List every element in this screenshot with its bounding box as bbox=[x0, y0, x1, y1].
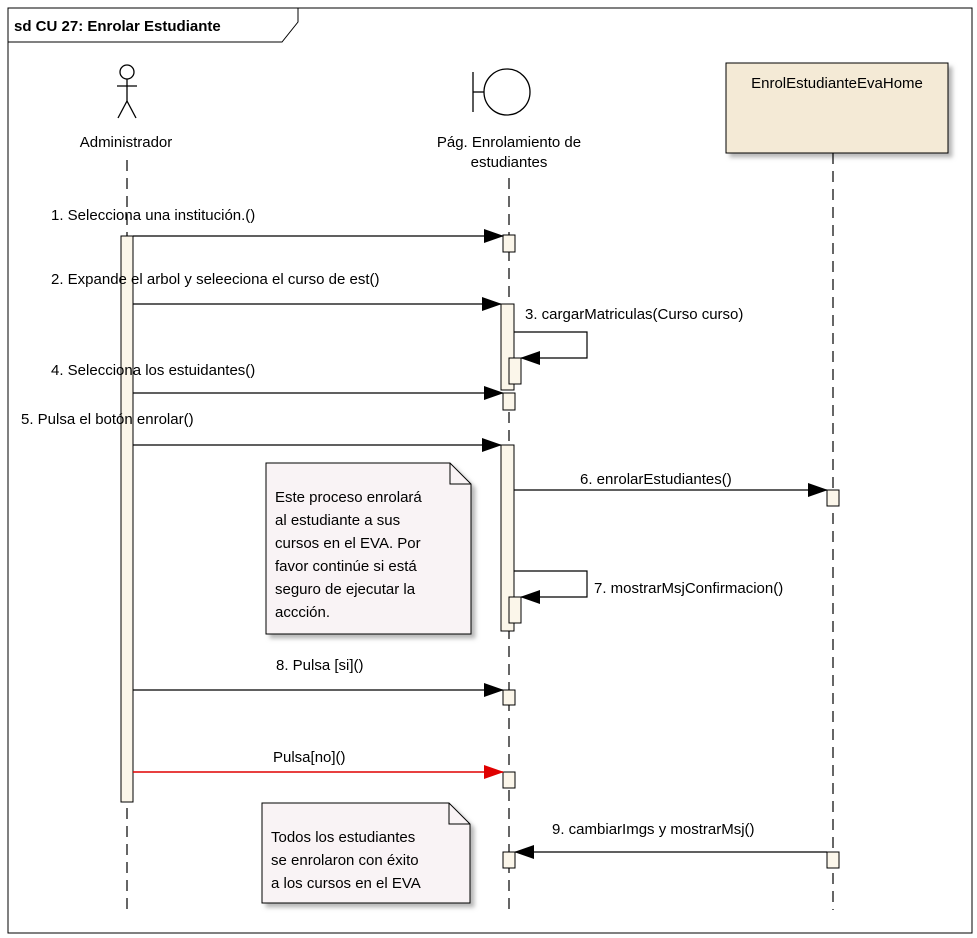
note-line: seguro de ejecutar la bbox=[275, 581, 416, 598]
message-label: 5. Pulsa el botón enrolar() bbox=[21, 411, 194, 428]
boundary-icon bbox=[472, 68, 531, 116]
note-line: Todos los estudiantes bbox=[271, 829, 415, 846]
note-line: cursos en el EVA. Por bbox=[275, 535, 421, 552]
frame-title-tab bbox=[7, 7, 299, 43]
lifeline-entity: EnrolEstudianteEvaHome bbox=[725, 62, 949, 910]
message-label: Pulsa[no]() bbox=[273, 749, 346, 766]
message-pulsa-no: Pulsa[no]() bbox=[133, 749, 504, 779]
frame-title: sd CU 27: Enrolar Estudiante bbox=[14, 18, 221, 35]
note-line: accción. bbox=[275, 604, 330, 621]
message-6: 6. enrolarEstudiantes() bbox=[514, 471, 828, 497]
entity-activation bbox=[826, 489, 840, 507]
message-label: 4. Selecciona los estuidantes() bbox=[51, 362, 255, 379]
message-arrow bbox=[514, 331, 588, 365]
message-label: 6. enrolarEstudiantes() bbox=[580, 471, 732, 488]
message-4: 4. Selecciona los estuidantes() bbox=[51, 362, 504, 400]
boundary-activation bbox=[508, 357, 522, 385]
boundary-activation bbox=[502, 392, 516, 411]
lifeline-administrador: Administrador bbox=[80, 64, 173, 910]
sequence-frame: sd CU 27: Enrolar Estudiante bbox=[7, 7, 973, 934]
boundary-activation bbox=[502, 771, 516, 789]
note-line: al estudiante a sus bbox=[275, 512, 400, 529]
message-arrow bbox=[514, 570, 588, 604]
actor-label: Administrador bbox=[80, 134, 173, 151]
message-9: 9. cambiarImgs y mostrarMsj() bbox=[514, 821, 827, 859]
note-body bbox=[265, 462, 472, 635]
boundary-label-line2: estudiantes bbox=[471, 154, 548, 171]
message-2: 2. Expande el arbol y seleeciona el curs… bbox=[51, 271, 502, 311]
entity-label: EnrolEstudianteEvaHome bbox=[751, 75, 923, 92]
message-label: 8. Pulsa [si]() bbox=[276, 657, 364, 674]
note-line: se enrolaron con éxito bbox=[271, 852, 419, 869]
message-label: 1. Selecciona una institución.() bbox=[51, 207, 255, 224]
message-label: 9. cambiarImgs y mostrarMsj() bbox=[552, 821, 755, 838]
message-1: 1. Selecciona una institución.() bbox=[51, 207, 504, 243]
note-success: Todos los estudiantes se enrolaron con é… bbox=[261, 802, 471, 904]
message-label: 2. Expande el arbol y seleeciona el curs… bbox=[51, 271, 380, 288]
boundary-activation bbox=[508, 596, 522, 624]
note-confirmation: Este proceso enrolará al estudiante a su… bbox=[265, 462, 472, 635]
entity-activation bbox=[826, 851, 840, 869]
message-5: 5. Pulsa el botón enrolar() bbox=[21, 411, 502, 452]
note-fold bbox=[448, 803, 470, 825]
actor-icon bbox=[117, 64, 137, 119]
entity-box bbox=[725, 62, 949, 154]
message-8: 8. Pulsa [si]() bbox=[133, 657, 504, 697]
actor-activation bbox=[120, 235, 134, 803]
message-3-self: 3. cargarMatriculas(Curso curso) bbox=[514, 306, 743, 365]
message-7-self: 7. mostrarMsjConfirmacion() bbox=[514, 570, 783, 604]
message-label: 3. cargarMatriculas(Curso curso) bbox=[525, 306, 743, 323]
boundary-label-line1: Pág. Enrolamiento de bbox=[437, 134, 581, 151]
note-line: Este proceso enrolará bbox=[275, 489, 422, 506]
message-label: 7. mostrarMsjConfirmacion() bbox=[594, 580, 783, 597]
boundary-activation bbox=[502, 851, 516, 869]
boundary-activation bbox=[500, 444, 515, 632]
lifeline-boundary: Pág. Enrolamiento de estudiantes bbox=[437, 68, 581, 910]
note-fold bbox=[449, 463, 471, 485]
boundary-activation bbox=[502, 234, 516, 253]
note-line: a los cursos en el EVA bbox=[271, 875, 421, 892]
note-body bbox=[261, 802, 471, 904]
boundary-activation bbox=[502, 689, 516, 706]
note-line: favor continúe si está bbox=[275, 558, 417, 575]
